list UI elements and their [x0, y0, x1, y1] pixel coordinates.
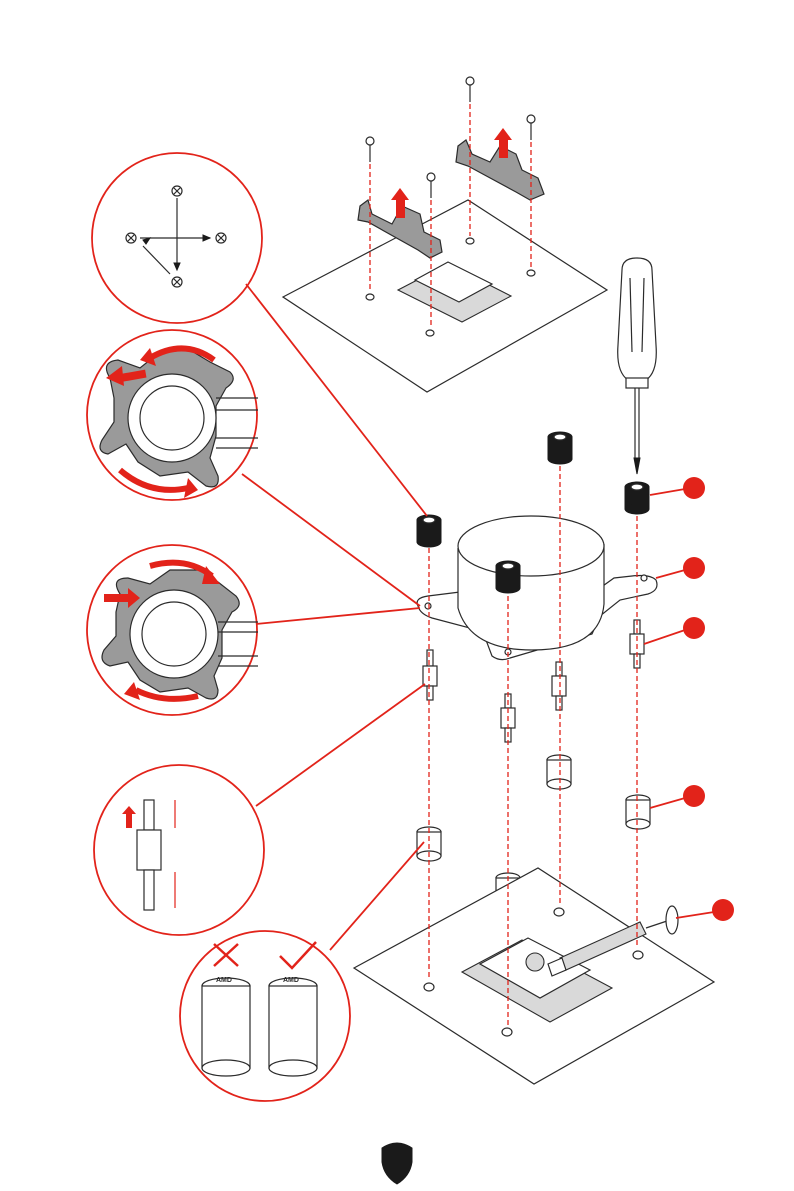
step-marker — [650, 785, 705, 808]
screw-marker — [126, 233, 136, 243]
callout-rotate-install — [87, 545, 258, 715]
screw-marker — [216, 233, 226, 243]
cross-mark-icon — [214, 944, 238, 966]
red-arrow-up-icon — [122, 806, 136, 828]
screwdriver-icon — [618, 258, 657, 474]
callout-connectors — [242, 284, 427, 950]
step-marker — [644, 617, 705, 644]
check-mark-icon — [280, 942, 316, 968]
step-marker — [656, 557, 705, 579]
callout-standoff-orientation — [94, 765, 264, 935]
callout-tightening-order — [92, 153, 262, 323]
pump-top — [458, 516, 604, 576]
nut-cap-text: AMD — [283, 977, 299, 984]
screw-marker — [172, 277, 182, 287]
logo-shield-icon — [382, 1143, 412, 1184]
screw-marker — [172, 186, 182, 196]
nut-correct: AMD — [269, 977, 317, 1076]
nut-cap-text: AMD — [216, 977, 232, 984]
step-marker — [676, 899, 734, 921]
bottom-motherboard-assembly — [354, 868, 714, 1084]
step-markers — [644, 477, 734, 921]
step-marker — [650, 477, 705, 499]
nut-incorrect: AMD — [202, 977, 250, 1076]
pump-assembly — [417, 516, 657, 660]
callout-rotate-remove — [87, 330, 258, 500]
callout-nut-orientation: AMD AMD — [180, 931, 350, 1101]
top-motherboard-assembly — [283, 77, 607, 392]
